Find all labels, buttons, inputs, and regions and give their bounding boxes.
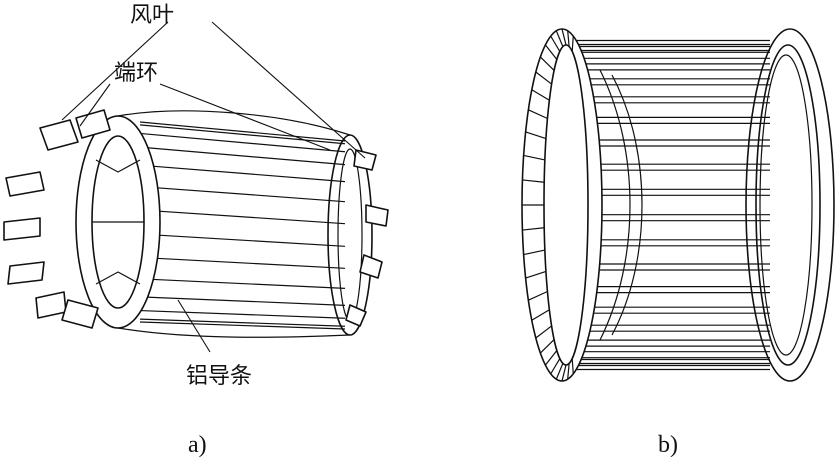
conductor-bar [139,296,346,306]
conductor-bar [139,185,346,203]
copper-cage-drawing [521,28,835,382]
conductor-bar [139,209,346,225]
conductor-bar [139,124,346,145]
cast-aluminum-rotor-drawing [3,109,389,338]
conductor-bar [139,309,346,319]
ring-segment [555,30,564,47]
copper-conductor-bars [570,39,770,371]
ring-segment [523,249,546,256]
ring-segment [550,35,561,52]
ring-segment [561,364,567,382]
ring-segment [555,363,564,380]
ring-segment [535,325,552,339]
ring-segment [525,270,547,279]
label-fan-blade: 风叶 [130,3,174,28]
conductor-bar [139,233,346,247]
ring-segment [522,227,545,231]
ring-segment [567,30,570,47]
ring-segment [571,36,574,52]
ring-segment [544,350,558,366]
right-fan-blades [345,149,389,327]
ring-segment [539,339,555,354]
ring-segment [535,71,552,85]
leader-lines [61,21,366,353]
ring-segment [528,290,548,301]
conductor-bar [139,164,346,183]
conductor-bar [139,132,346,153]
conductor-bar [139,278,346,289]
caption-b: b) [658,432,678,458]
aluminum-conductor-bars [139,121,346,330]
ring-segment [567,363,570,380]
label-aluminum-bar: 铝导条 [186,364,252,389]
ring-segment [561,28,567,46]
left-fan-blades [3,109,144,329]
ring-segment [522,179,545,183]
ring-segment [539,56,555,71]
ring-segment [525,131,547,140]
conductor-bar [139,321,346,330]
ring-segment [571,358,574,374]
ring-segment [531,89,550,101]
conductor-bar [139,146,346,166]
ring-segment [523,154,546,161]
ring-segment [531,309,550,321]
end-ring-segments [522,28,574,382]
label-end-ring: 端环 [114,61,158,86]
conductor-bar [139,256,346,269]
caption-a: a) [188,432,207,458]
ring-segment [544,44,558,60]
ring-segment [528,109,548,120]
ring-segment [550,358,561,375]
conductor-bar [139,318,346,327]
conductor-bar [139,121,346,142]
